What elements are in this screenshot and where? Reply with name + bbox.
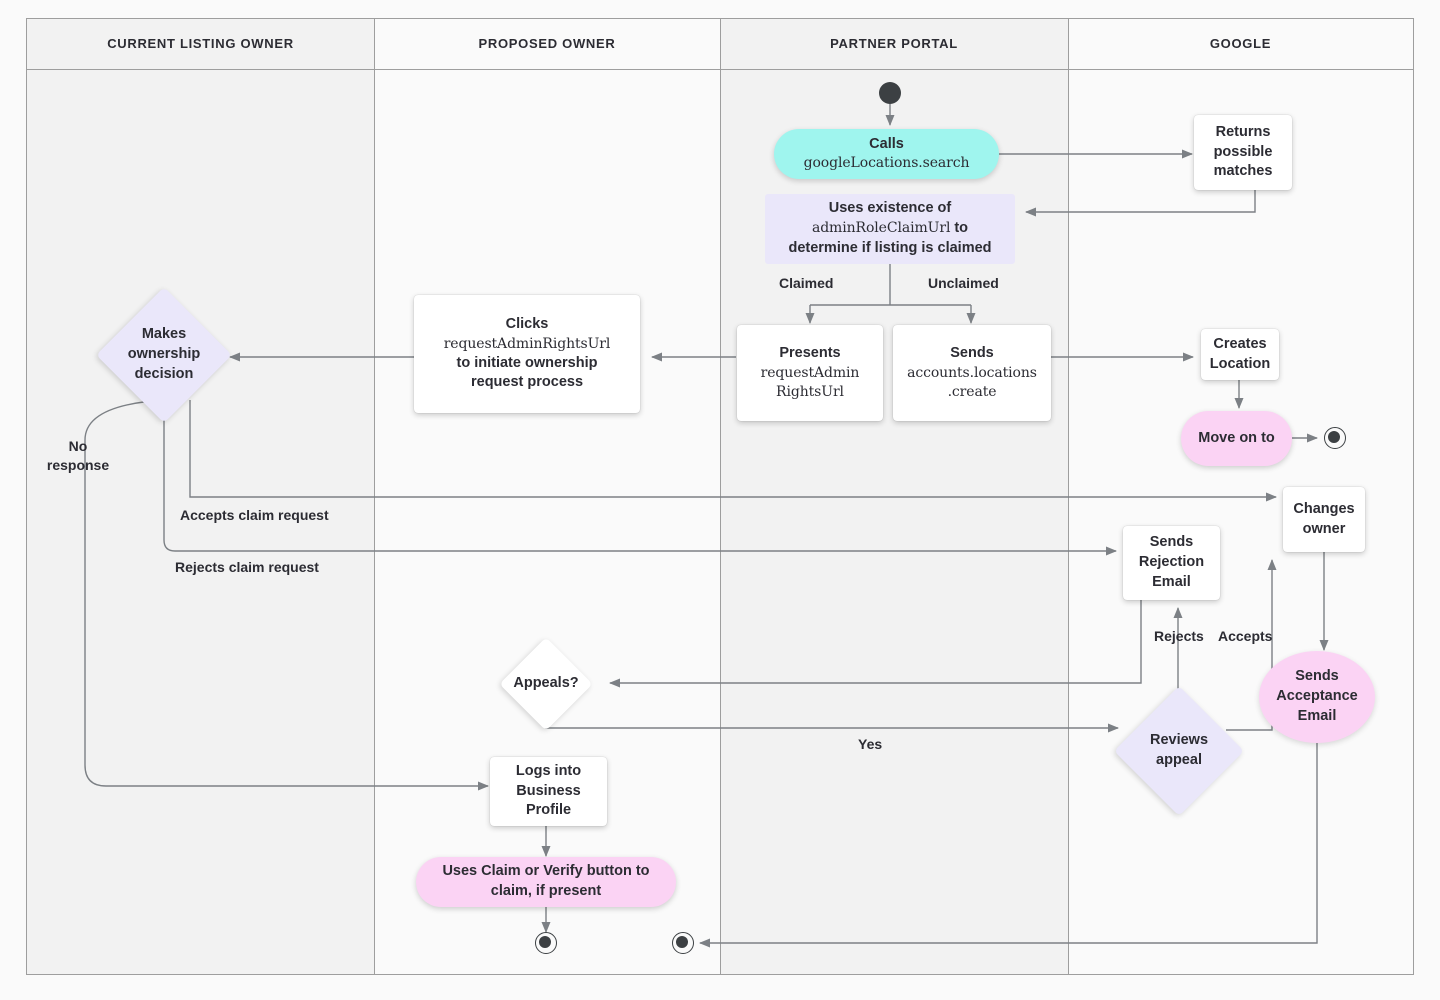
node-appeals-label: Appeals? [513,675,579,692]
node-creates-location[interactable]: Creates Location [1201,329,1279,380]
node-calls-line1: Calls [869,135,904,152]
node-changes-owner[interactable]: Changes owner [1283,487,1365,552]
edge-label-accepts: Accepts [1218,628,1273,644]
edge-label-rejects-claim-request: Rejects claim request [175,559,319,575]
lane-header-google: GOOGLE [1209,36,1272,51]
node-makes-decision-label: Makes ownership decision [127,326,201,382]
node-clicks-line3: to initiate ownership [456,354,598,371]
edge-label-rejects: Rejects [1154,628,1204,644]
node-presents-line1: Presents [779,345,841,362]
lane-header-current-listing-owner: CURRENT LISTING OWNER [107,36,294,51]
node-logs-into-business-profile[interactable]: Logs into Business Profile [490,757,607,826]
lane-divider-3 [1068,19,1069,974]
node-uses-line2-wrap: adminRoleClaimUrl to [812,219,968,239]
node-makes-ownership-decision[interactable]: Makes ownership decision [96,287,232,423]
node-appeals-decision[interactable]: Appeals? [498,637,594,731]
end-terminator-partner-portal [672,932,694,954]
node-uses-code: adminRoleClaimUrl [811,220,951,237]
node-reviews-appeal-label: Reviews appeal [1149,732,1209,768]
node-uses-claim-or-verify-button[interactable]: Uses Claim or Verify button to claim, if… [416,857,676,907]
node-uses-existence-of-adminroleclaimurl[interactable]: Uses existence of adminRoleClaimUrl to d… [765,194,1015,264]
lane-divider-1 [374,19,375,974]
node-returns-possible-matches[interactable]: Returns possible matches [1194,115,1292,190]
node-move-on-to[interactable]: Move on to [1181,411,1292,466]
edge-label-unclaimed: Unclaimed [928,275,999,291]
node-uses-line1: Uses existence of [828,200,952,217]
node-reviews-appeal[interactable]: Reviews appeal [1113,685,1245,817]
node-sends-accounts-locations-create[interactable]: Sends accounts.locations .create [893,325,1051,421]
node-uses-line3: determine if listing is claimed [788,239,992,256]
lane-current-listing-owner [27,19,374,974]
start-terminator-partner-portal [879,82,901,104]
lane-divider-2 [720,19,721,974]
edge-label-no-response: No response [46,438,110,473]
node-clicks-requestadminrightsurl[interactable]: Clicks requestAdminRightsUrl to initiate… [414,295,640,413]
node-uses-line2: to [950,220,969,237]
lane-header-rule [27,69,1413,70]
edge-label-claimed: Claimed [779,275,834,291]
lane-header-proposed-owner: PROPOSED OWNER [478,36,616,51]
end-terminator-proposed-owner [535,932,557,954]
end-terminator-google [1324,427,1346,449]
node-sendscreate-line3: .create [947,383,997,400]
node-calls-line2: googleLocations.search [803,155,970,172]
edge-label-yes: Yes [858,736,883,752]
node-sendscreate-line2: accounts.locations [907,364,1037,381]
node-presents-requestadminrightsurl[interactable]: Presents requestAdmin RightsUrl [737,325,883,421]
node-sends-acceptance-email[interactable]: Sends Acceptance Email [1259,651,1375,743]
node-clicks-line2: requestAdminRightsUrl [443,335,611,352]
node-presents-line2: requestAdmin [760,364,860,381]
node-sendscreate-line1: Sends [950,345,994,362]
lane-proposed-owner [374,19,720,974]
node-clicks-line4: request process [470,374,584,391]
node-calls-googlelocations-search[interactable]: Calls googleLocations.search [774,129,999,179]
node-sends-rejection-email[interactable]: Sends Rejection Email [1123,526,1220,600]
node-presents-line3: RightsUrl [776,383,844,400]
node-clicks-line1: Clicks [505,315,549,332]
lane-header-partner-portal: PARTNER PORTAL [830,36,958,51]
edge-label-accepts-claim-request: Accepts claim request [180,507,329,523]
